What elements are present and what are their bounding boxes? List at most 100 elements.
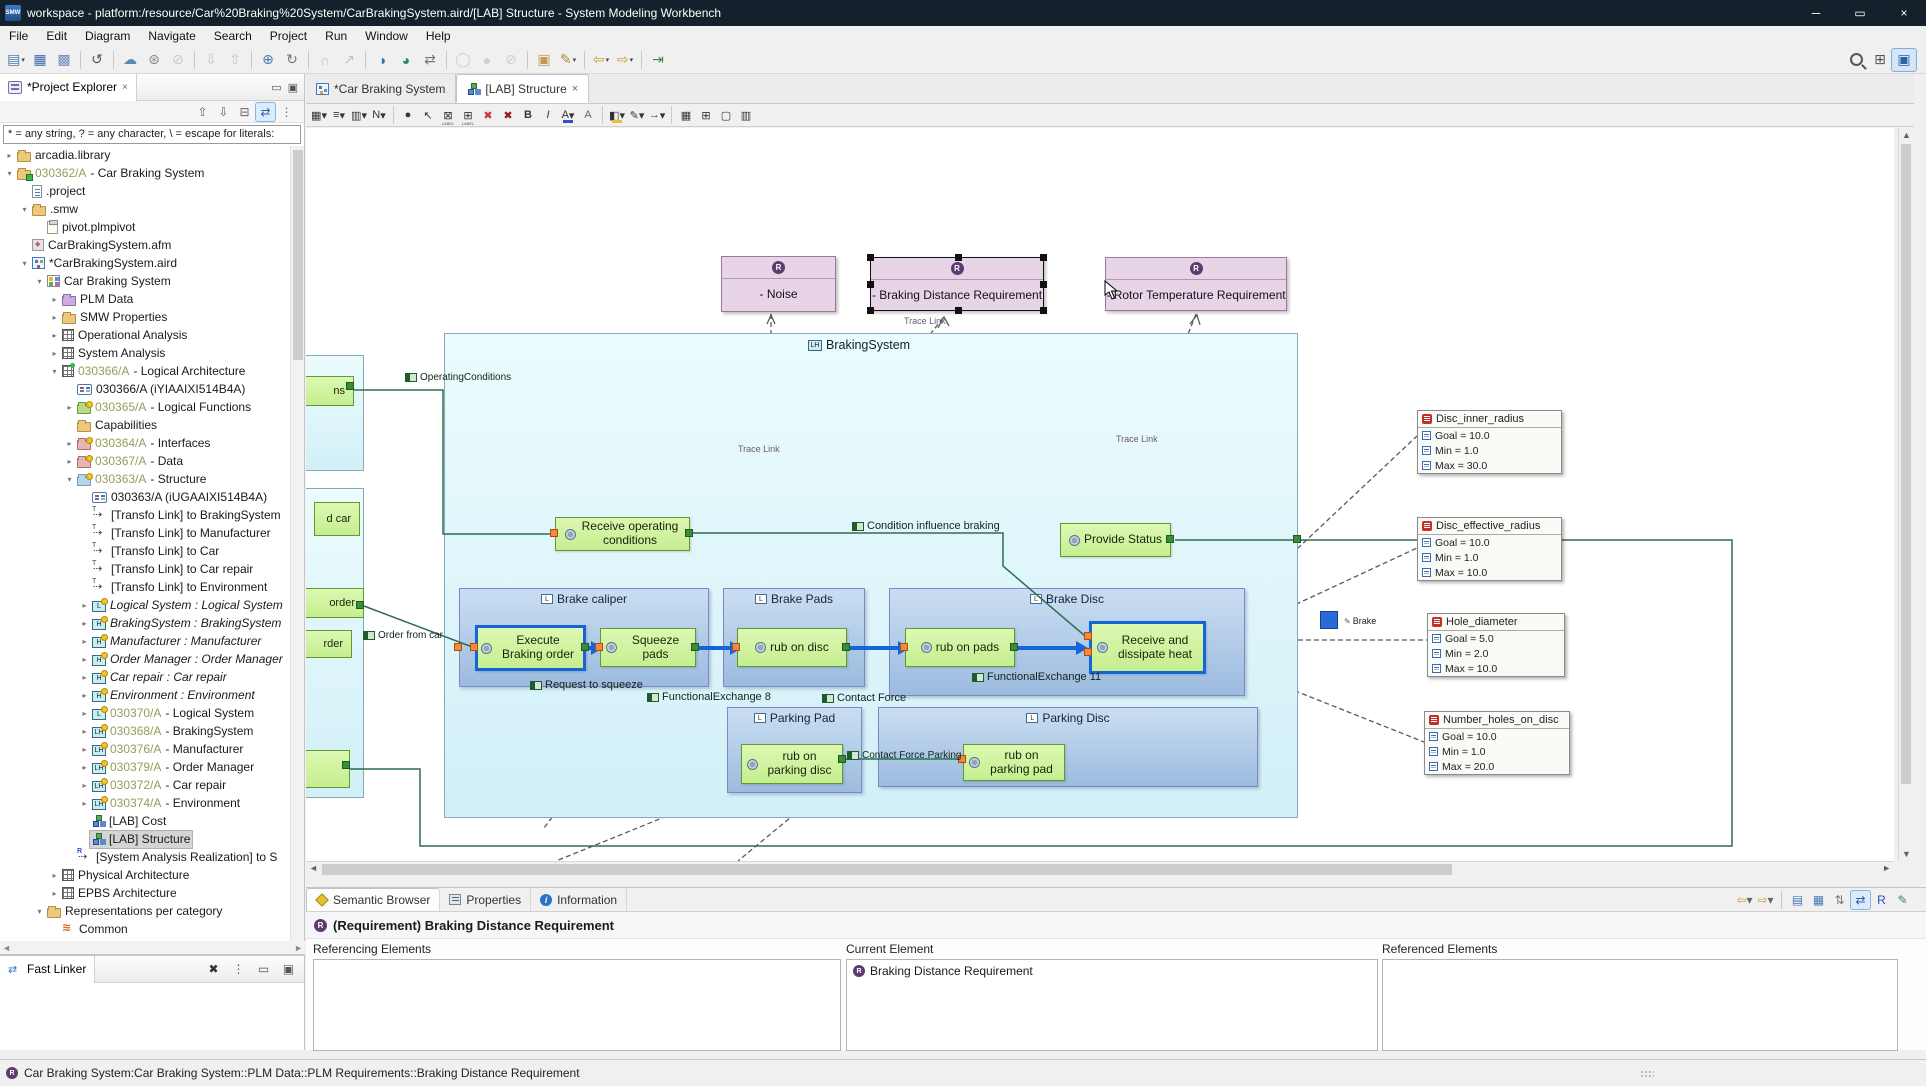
- tab-properties[interactable]: Properties: [440, 888, 531, 911]
- filter-input[interactable]: * = any string, ? = any character, \ = e…: [3, 125, 301, 144]
- forward-history-icon[interactable]: ⇨▾: [613, 49, 637, 71]
- diagram-canvas[interactable]: BrakingSystem ns d car order rder R - No…: [306, 128, 1894, 861]
- clipped-function[interactable]: rder: [306, 630, 352, 658]
- tree-item-system-analysis-realization-to-s[interactable]: [System Analysis Realization] to S: [0, 848, 289, 866]
- tab-information[interactable]: iInformation: [531, 888, 627, 911]
- requirement-rotor-temperature[interactable]: R - Rotor Temperature Requirement: [1105, 257, 1287, 311]
- output-port[interactable]: [346, 382, 354, 390]
- annotate-icon-dropdown[interactable]: ▾: [573, 56, 577, 64]
- tree-item-smw-properties[interactable]: ▸SMW Properties: [0, 308, 289, 326]
- brake-legend-label[interactable]: Brake: [1344, 616, 1376, 626]
- exchange-label-contact-force[interactable]: Contact Force: [822, 692, 906, 704]
- tree-item-order-manager[interactable]: ▸030379/A - Order Manager: [0, 758, 289, 776]
- tree-item-interfaces[interactable]: ▸030364/A - Interfaces: [0, 434, 289, 452]
- expand-icon[interactable]: ▸: [79, 799, 90, 808]
- import-icon[interactable]: ⇩: [199, 49, 223, 71]
- output-port[interactable]: [356, 601, 364, 609]
- output-port[interactable]: [842, 643, 850, 651]
- expand-icon[interactable]: ▸: [49, 331, 60, 340]
- tree-item-030363-a-iugaaixi514b4a[interactable]: 030363/A (iUGAAIXI514B4A): [0, 488, 289, 506]
- list-item[interactable]: RBraking Distance Requirement: [847, 960, 1377, 982]
- session-icon[interactable]: ☁: [118, 49, 142, 71]
- parameter-row[interactable]: Max = 20.0: [1425, 759, 1569, 774]
- resize-grip[interactable]: [1640, 1070, 1654, 1078]
- back-icon[interactable]: ⇦▾: [1735, 891, 1754, 909]
- function-receive-operating-conditions[interactable]: Receive operating conditions: [555, 517, 690, 551]
- expand-icon[interactable]: ▾: [19, 205, 30, 214]
- close-tab-icon[interactable]: ×: [572, 83, 578, 95]
- down-icon[interactable]: ⇩: [214, 103, 233, 121]
- view-menu-icon[interactable]: ⋮: [229, 960, 248, 978]
- expand-icon[interactable]: ▸: [79, 781, 90, 790]
- menu-file[interactable]: File: [0, 27, 37, 45]
- input-port[interactable]: [1084, 632, 1092, 640]
- output-port[interactable]: [691, 643, 699, 651]
- italic-icon[interactable]: I: [538, 105, 558, 125]
- output-port[interactable]: [838, 755, 846, 763]
- line-color-icon[interactable]: ✎▾: [627, 105, 647, 125]
- palette-icon-dropdown[interactable]: ▾: [321, 109, 327, 122]
- parameter-row[interactable]: Min = 1.0: [1425, 744, 1569, 759]
- bold-icon[interactable]: B: [518, 105, 538, 125]
- expand-icon[interactable]: ▸: [49, 295, 60, 304]
- tab-fast-linker[interactable]: ⇄ Fast Linker: [0, 956, 95, 983]
- input-port[interactable]: [454, 643, 462, 651]
- close-tab-icon[interactable]: ×: [122, 82, 128, 93]
- layers-icon[interactable]: ≡▾: [329, 105, 349, 125]
- layers-icon-dropdown[interactable]: ▾: [339, 109, 345, 122]
- tree-item-smw[interactable]: ▾.smw: [0, 200, 289, 218]
- tree-item-physical-architecture[interactable]: ▸Physical Architecture: [0, 866, 289, 884]
- parameter-row[interactable]: Min = 1.0: [1418, 443, 1561, 458]
- share-model-icon[interactable]: ⊛: [142, 49, 166, 71]
- tree-item-project[interactable]: .project: [0, 182, 289, 200]
- function-receive-and-dissipate-heat[interactable]: Receive and dissipate heat: [1089, 621, 1206, 674]
- input-port[interactable]: [900, 643, 908, 651]
- refresh-icon[interactable]: ↻: [280, 49, 304, 71]
- close-button[interactable]: ×: [1882, 0, 1926, 26]
- expand-icon[interactable]: ▾: [34, 907, 45, 916]
- link-with-editor-icon[interactable]: ⇄: [256, 103, 275, 121]
- tree-item-capabilities[interactable]: Capabilities: [0, 416, 289, 434]
- exchange-label-order-from-car[interactable]: Order from car: [363, 630, 443, 641]
- parameter-box-number_holes_on_disc[interactable]: Number_holes_on_discGoal = 10.0Min = 1.0…: [1424, 711, 1570, 775]
- tree-item-car-repair[interactable]: ▸030372/A - Car repair: [0, 776, 289, 794]
- annotate-icon[interactable]: ✎▾: [556, 49, 580, 71]
- pin-view-icon[interactable]: ✎: [1893, 891, 1912, 909]
- filters-icon[interactable]: ▥▾: [349, 105, 369, 125]
- show-label-icon[interactable]: ⊞LABEL: [458, 105, 478, 125]
- tab-car-braking-system[interactable]: *Car Braking System: [306, 74, 456, 103]
- tree-item-structure[interactable]: ▾030363/A - Structure: [0, 470, 289, 488]
- trace-link-label[interactable]: Trace Link: [1116, 434, 1158, 444]
- modeling-perspective-icon[interactable]: ▣: [1892, 49, 1916, 71]
- input-port[interactable]: [1084, 648, 1092, 656]
- output-port[interactable]: [1166, 535, 1174, 543]
- snap-icon[interactable]: ⊞: [696, 105, 716, 125]
- tree-item-representations-per-category[interactable]: ▾Representations per category: [0, 902, 289, 920]
- validate-icon[interactable]: ◑: [370, 49, 394, 71]
- braking-system-label[interactable]: BrakingSystem: [808, 338, 910, 352]
- menu-search[interactable]: Search: [205, 27, 261, 45]
- expand-icon[interactable]: ▸: [49, 871, 60, 880]
- unlink-icon[interactable]: ⊘: [166, 49, 190, 71]
- model-check-icon[interactable]: ◕: [394, 49, 418, 71]
- forward-icon-dropdown[interactable]: ▾: [1768, 893, 1774, 907]
- input-port[interactable]: [550, 529, 558, 537]
- menu-edit[interactable]: Edit: [37, 27, 76, 45]
- back-history-icon[interactable]: ⇦▾: [589, 49, 613, 71]
- function-rub-on-parking-disc[interactable]: rub on parking disc: [741, 744, 843, 784]
- new-wizard-icon-dropdown[interactable]: ▾: [21, 56, 25, 64]
- filters-icon-dropdown[interactable]: ▾: [361, 109, 367, 122]
- tree-item-transfo-link-to-brakingsystem[interactable]: [Transfo Link] to BrakingSystem: [0, 506, 289, 524]
- up-icon[interactable]: ⇧: [193, 103, 212, 121]
- tree-item-transfo-link-to-car[interactable]: [Transfo Link] to Car: [0, 542, 289, 560]
- function-execute-braking-order[interactable]: Execute Braking order: [475, 625, 586, 671]
- expand-icon[interactable]: ▾: [4, 169, 15, 178]
- column-list-referenced-elements[interactable]: [1382, 959, 1898, 1051]
- tree-item-lab-cost[interactable]: [LAB] Cost: [0, 812, 289, 830]
- new-wizard-icon[interactable]: ▤▾: [4, 49, 28, 71]
- exchange-label-functional-exchange-8[interactable]: FunctionalExchange 8: [647, 691, 771, 703]
- trace-link-label[interactable]: Trace Link: [904, 316, 946, 326]
- column-list-referencing-elements[interactable]: [313, 959, 841, 1051]
- maximize-button[interactable]: ▭: [1838, 0, 1882, 26]
- expand-icon[interactable]: ▾: [34, 277, 45, 286]
